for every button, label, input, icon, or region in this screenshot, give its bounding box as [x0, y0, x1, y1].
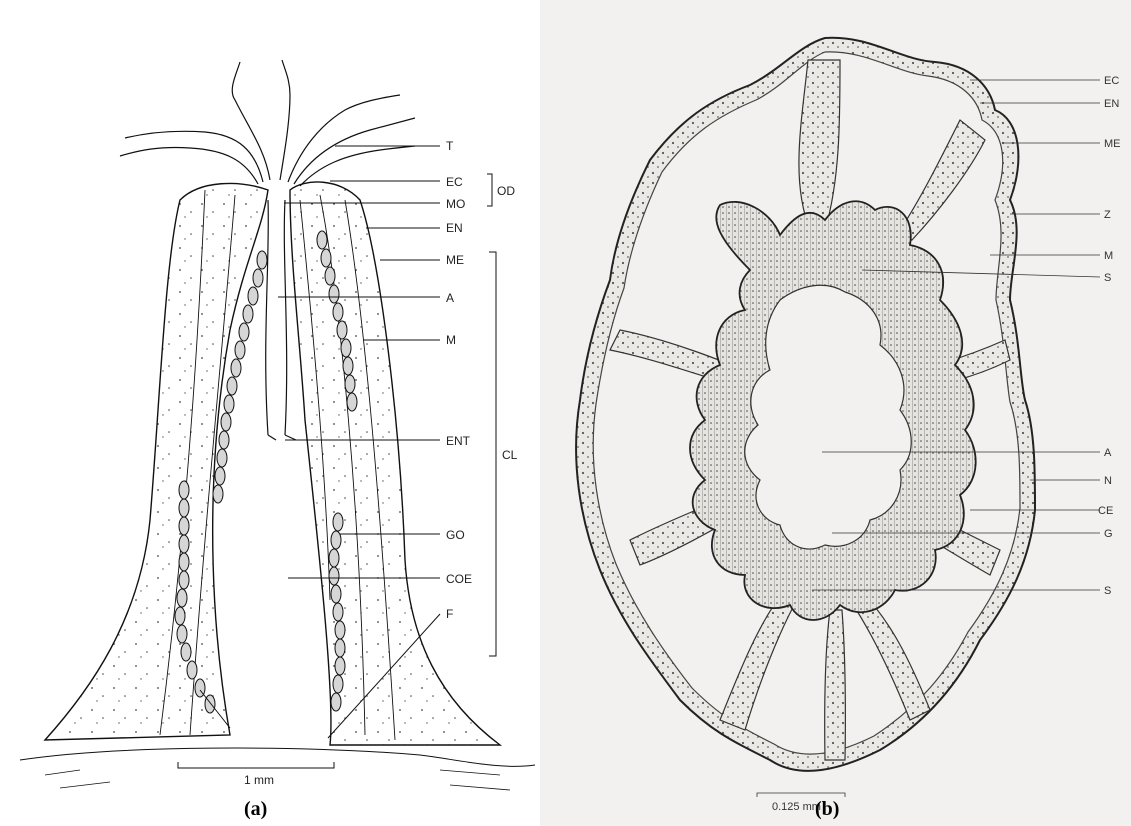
- label-me: ME: [446, 253, 464, 267]
- label-b-s-top: S: [1104, 272, 1111, 284]
- panel-a-drawing: T EC MO EN ME A M ENT GO COE F OD CL 1 m…: [0, 0, 540, 826]
- label-go: GO: [446, 528, 465, 542]
- label-coe: COE: [446, 572, 472, 586]
- scale-bar-label: 1 mm: [244, 773, 274, 787]
- caption-a: (a): [244, 798, 267, 820]
- label-b-z: Z: [1104, 209, 1111, 221]
- label-mo: MO: [446, 197, 465, 211]
- label-ec: EC: [446, 175, 463, 189]
- panel-b-drawing: EC EN ME Z M S A N CE G S 0.125 mm (b): [540, 0, 1131, 826]
- panel-b-cross-section: EC EN ME Z M S A N CE G S 0.125 mm (b): [540, 0, 1131, 826]
- label-b-en: EN: [1104, 98, 1119, 110]
- label-ent: ENT: [446, 434, 471, 448]
- label-od: OD: [497, 184, 515, 198]
- panel-a-longitudinal-section: T EC MO EN ME A M ENT GO COE F OD CL 1 m…: [0, 0, 540, 826]
- label-t: T: [446, 139, 454, 153]
- caption-b: (b): [815, 798, 839, 820]
- label-a: A: [446, 291, 454, 305]
- label-b-n: N: [1104, 475, 1112, 487]
- polyp-body: [20, 182, 535, 790]
- label-b-me: ME: [1104, 138, 1121, 150]
- label-f: F: [446, 607, 453, 621]
- label-b-ce: CE: [1098, 505, 1113, 517]
- label-b-g: G: [1104, 528, 1113, 540]
- label-en: EN: [446, 221, 463, 235]
- label-b-ec: EC: [1104, 75, 1119, 87]
- label-cl: CL: [502, 448, 518, 462]
- scale-bar-label-b: 0.125 mm: [772, 801, 821, 813]
- label-b-s-bottom: S: [1104, 585, 1111, 597]
- tentacles: [120, 60, 415, 186]
- label-m: M: [446, 333, 456, 347]
- label-b-a: A: [1104, 447, 1112, 459]
- label-b-m: M: [1104, 250, 1113, 262]
